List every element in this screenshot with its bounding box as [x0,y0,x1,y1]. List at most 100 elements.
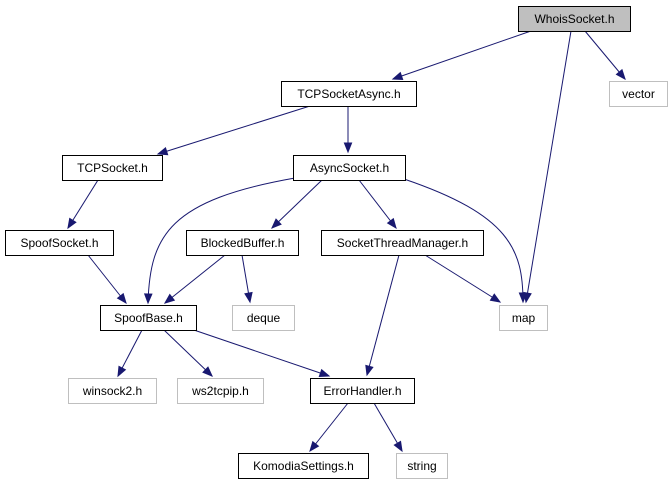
node-ws2tcpip: ws2tcpip.h [177,378,264,404]
edge-errorhandler-to-komodiasettings [309,402,349,453]
arrowhead-icon [116,292,127,305]
node-tcpsocketasync[interactable]: TCPSocketAsync.h [281,81,417,107]
node-spoofbase[interactable]: SpoofBase.h [100,305,197,331]
node-label: KomodiaSettings.h [253,459,354,473]
arrowhead-icon [156,147,169,156]
node-box [321,230,484,256]
edge-asyncsocket-to-blockedbuffer [271,179,323,229]
node-socketthreadmanager[interactable]: SocketThreadManager.h [321,230,484,256]
edge-spoofbase-to-errorhandler [187,327,331,378]
edge-tcpsocketasync-to-tcpsocket [156,105,311,156]
node-label: deque [247,311,281,325]
node-errorhandler[interactable]: ErrorHandler.h [310,378,415,404]
edge-line [309,402,349,452]
edge-whoissocket-to-map [523,30,572,304]
node-label: ws2tcpip.h [191,384,249,398]
arrowhead-icon [386,217,397,230]
node-box [186,230,299,256]
edge-line [163,329,213,377]
edge-spoofbase-to-winsock2 [117,329,143,378]
node-box [238,453,369,479]
arrowhead-icon [393,440,403,453]
edge-whoissocket-to-tcpsocketasync [391,30,532,80]
node-komodiasettings[interactable]: KomodiaSettings.h [238,453,369,479]
arrowhead-icon [365,364,374,377]
edge-errorhandler-to-string [373,402,403,453]
edge-tcpsocket-to-spoofsocket [67,179,99,230]
node-label: WhoisSocket.h [534,12,614,26]
node-winsock2: winsock2.h [68,378,157,404]
edge-line [366,254,400,376]
node-box [293,155,406,181]
edge-line [358,179,397,229]
node-box [5,230,114,256]
edge-line [187,327,330,377]
node-label: SpoofSocket.h [20,236,98,250]
node-box [62,155,163,181]
node-box [232,305,295,331]
edge-asyncsocket-to-socketthreadmanager [358,179,397,230]
arrowhead-icon [143,293,153,305]
node-box [518,6,631,32]
edge-socketthreadmanager-to-map [424,254,502,303]
node-label: BlockedBuffer.h [201,236,285,250]
edge-line [271,179,323,229]
node-box [499,305,548,331]
node-box [310,378,415,404]
node-whoissocket[interactable]: WhoisSocket.h [518,6,631,32]
node-box [609,81,668,107]
node-string: string [396,453,448,479]
node-box [100,305,197,331]
arrowhead-icon [244,291,253,304]
edge-asyncsocket-to-spoofbase [143,177,296,305]
arrowhead-icon [202,366,213,377]
arrowhead-icon [318,368,331,378]
edge-whoissocket-to-vector [584,30,626,81]
edge-blockedbuffer-to-spoofbase [163,254,226,304]
node-label: ErrorHandler.h [323,384,401,398]
edge-asyncsocket-to-map [403,178,528,304]
node-box [396,453,448,479]
edge-line [392,30,532,80]
edge-tcpsocketasync-to-asyncsocket [343,106,353,154]
edge-blockedbuffer-to-deque [241,254,253,304]
arrowhead-icon [343,142,353,154]
node-label: SpoofBase.h [114,311,183,325]
edge-line [157,105,311,155]
node-box [177,378,264,404]
arrowhead-icon [271,218,282,229]
arrowhead-icon [67,217,77,230]
edge-spoofsocket-to-spoofbase [87,254,127,305]
arrowhead-icon [518,292,528,304]
edge-socketthreadmanager-to-errorhandler [365,254,400,377]
node-label: vector [622,87,655,101]
edge-spoofbase-to-ws2tcpip [163,329,213,377]
edges-layer [67,30,626,453]
edge-line [584,30,626,80]
node-map: map [499,305,548,331]
arrowhead-icon [391,71,404,80]
node-vector: vector [609,81,668,107]
arrowhead-icon [117,365,127,378]
edge-line [87,254,127,304]
arrowhead-icon [615,68,626,81]
node-asyncsocket[interactable]: AsyncSocket.h [293,155,406,181]
node-label: string [407,459,436,473]
node-spoofsocket[interactable]: SpoofSocket.h [5,230,114,256]
node-box [68,378,157,404]
node-label: winsock2.h [82,384,142,398]
node-box [281,81,417,107]
node-label: TCPSocket.h [77,161,148,175]
arrowhead-icon [163,293,176,304]
node-blockedbuffer[interactable]: BlockedBuffer.h [186,230,299,256]
edge-line [403,178,524,303]
node-tcpsocket[interactable]: TCPSocket.h [62,155,163,181]
node-label: map [512,311,536,325]
node-label: TCPSocketAsync.h [297,87,400,101]
arrowhead-icon [309,440,320,453]
edge-line [424,254,501,303]
arrowhead-icon [489,293,502,303]
node-deque: deque [232,305,295,331]
edge-line [147,177,296,304]
